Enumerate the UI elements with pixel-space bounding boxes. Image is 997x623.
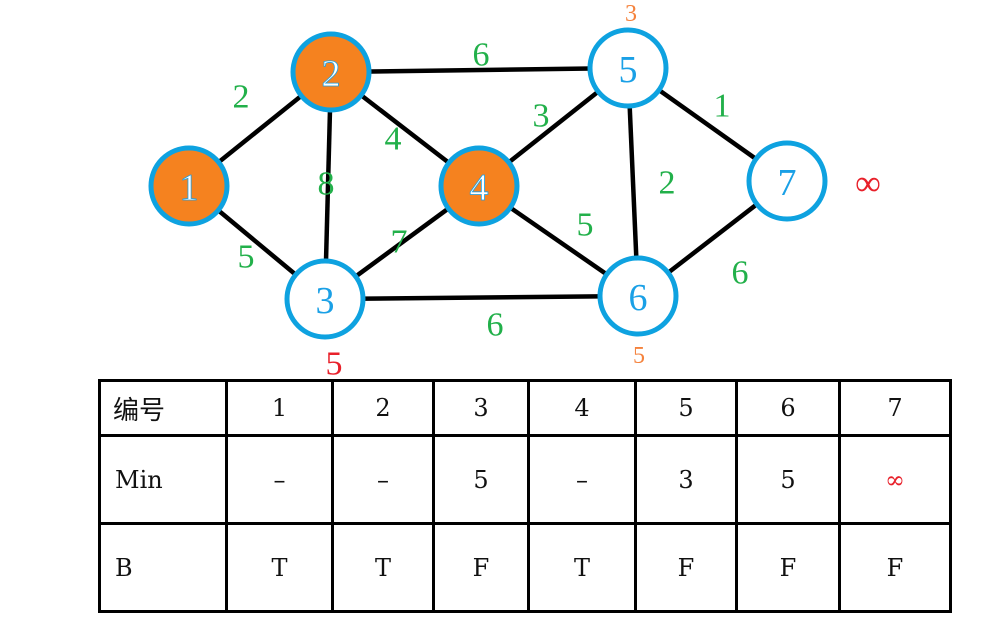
b-cell: F [838, 522, 952, 613]
visited-node-circle [438, 145, 520, 227]
min-cell: – [225, 434, 334, 525]
edge-weight-label: 2 [233, 79, 250, 116]
unvisited-node-circle [597, 255, 679, 337]
table-row-min: Min – – 5 – 3 5 ∞ [98, 434, 952, 525]
min-cell: 5 [432, 434, 530, 525]
column-header: 4 [527, 379, 637, 437]
column-header: 6 [735, 379, 841, 437]
header-label-cell: 编号 [98, 379, 228, 437]
table-header-row: 编号 1 2 3 4 5 6 7 [98, 379, 952, 437]
node-label: 3 [316, 280, 335, 322]
min-cell-infinity: ∞ [838, 434, 952, 525]
visited-node-circle [148, 145, 230, 227]
node-3: 3 [284, 258, 366, 340]
edge-weight-label: 7 [391, 224, 408, 261]
node-7: 7 [746, 140, 828, 222]
unvisited-node-circle [587, 27, 669, 109]
edge-3-6 [324, 293, 639, 302]
node-label: 1 [180, 167, 199, 209]
edge-weight-label: 2 [659, 165, 676, 202]
column-header: 1 [225, 379, 334, 437]
node-2: 2 [290, 31, 372, 113]
visited-node-circle [290, 31, 372, 113]
distance-annotation-node-6: 5 [633, 343, 645, 369]
b-cell: F [432, 522, 530, 613]
edge-weight-label: 5 [238, 239, 255, 276]
node-6: 6 [597, 255, 679, 337]
node-4: 4 [438, 145, 520, 227]
min-cell: 5 [735, 434, 841, 525]
node-1: 1 [148, 145, 230, 227]
column-header: 2 [331, 379, 435, 437]
b-cell: T [527, 522, 637, 613]
weights-layer: 2 5 8 4 6 7 6 3 5 2 1 6 [233, 37, 749, 344]
edge-weight-label: 6 [473, 37, 490, 74]
row-label: B [98, 522, 228, 613]
node-label: 4 [470, 167, 489, 209]
edge-weight-label: 8 [318, 166, 335, 203]
min-cell: – [331, 434, 435, 525]
b-cell: T [225, 522, 334, 613]
table-row-b: B T T F T F F F [98, 522, 952, 613]
edge-2-5 [330, 65, 629, 75]
distance-annotation-node-3: 5 [326, 346, 343, 381]
b-cell: F [634, 522, 738, 613]
b-cell: T [331, 522, 435, 613]
distance-annotation-node-7: ∞ [855, 163, 881, 203]
node-label: 7 [778, 162, 797, 204]
node-label: 5 [619, 49, 638, 91]
unvisited-node-circle [284, 258, 366, 340]
node-label: 2 [322, 53, 341, 95]
edge-weight-label: 4 [385, 121, 402, 158]
edge-weight-label: 1 [714, 88, 731, 125]
node-5: 5 [587, 27, 669, 109]
min-cell: 3 [634, 434, 738, 525]
edge-weight-label: 6 [487, 307, 504, 344]
distance-annotations-layer: 3 5 5 ∞ [326, 1, 881, 380]
unvisited-node-circle [746, 140, 828, 222]
column-header: 3 [432, 379, 530, 437]
distance-annotation-node-5: 3 [625, 1, 637, 27]
b-cell: F [735, 522, 841, 613]
row-label: Min [98, 434, 228, 525]
dijkstra-table: 编号 1 2 3 4 5 6 7 Min – – 5 – 3 5 ∞ B T T… [98, 379, 952, 613]
edge-weight-label: 5 [577, 207, 594, 244]
node-label: 6 [629, 277, 648, 319]
edge-weight-label: 3 [533, 98, 550, 135]
edge-weight-label: 6 [732, 255, 749, 292]
min-cell: – [527, 434, 637, 525]
column-header: 5 [634, 379, 738, 437]
column-header: 7 [838, 379, 952, 437]
